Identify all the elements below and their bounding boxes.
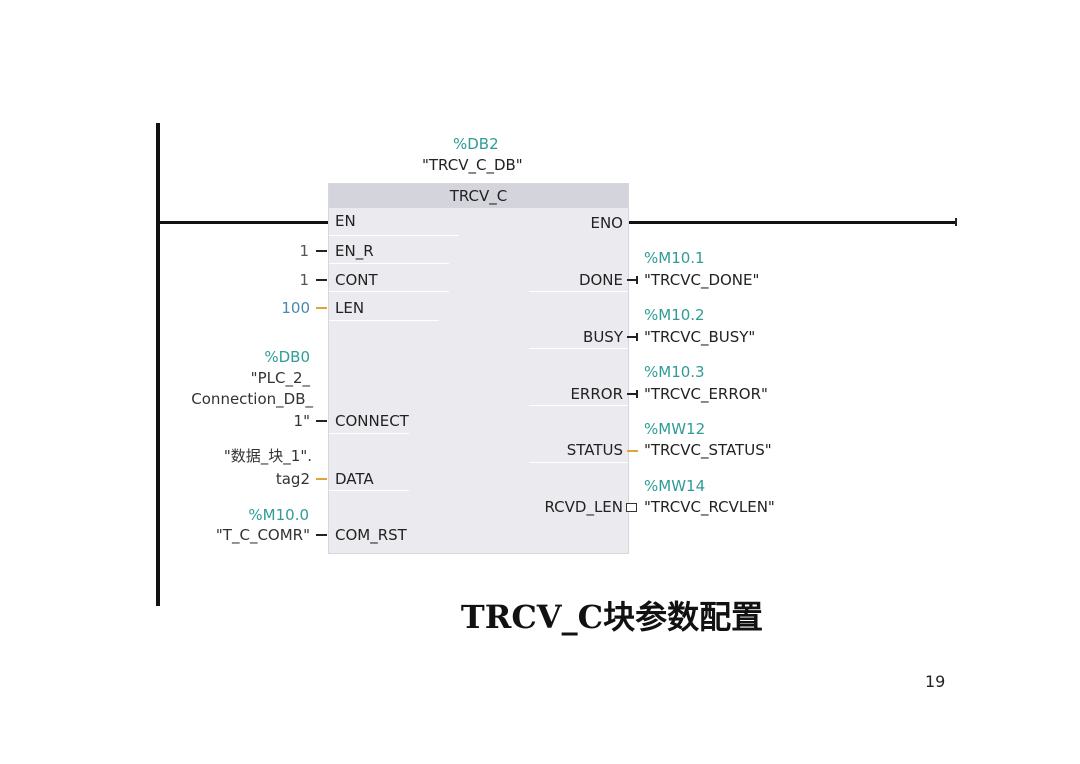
status-address: %MW12 [644,420,706,438]
pin-com-rst[interactable]: COM_RST [335,526,407,544]
error-address: %M10.3 [644,363,705,381]
row-divider [329,291,449,292]
pin-en-r[interactable]: EN_R [335,242,374,260]
data-value-line2[interactable]: tag2 [275,470,310,488]
page-number: 19 [925,672,946,691]
len-value[interactable]: 100 [281,299,310,317]
busy-stub-mark [636,333,638,341]
connect-value-line3[interactable]: 1" [293,412,310,430]
row-divider [529,291,628,292]
pin-eno[interactable]: ENO [590,214,623,232]
done-stub [627,279,638,281]
error-stub-mark [636,390,638,398]
slide-caption: TRCV_C块参数配置 [460,598,764,636]
eno-wire [627,221,957,224]
data-stub [316,478,327,480]
row-divider [329,490,409,491]
pin-rcvd-len[interactable]: RCVD_LEN [544,498,623,516]
status-tag[interactable]: "TRCVC_STATUS" [644,441,772,459]
row-divider [529,462,628,463]
rcvd-len-address: %MW14 [644,477,706,495]
com-rst-value[interactable]: "T_C_COMR" [215,526,310,544]
busy-address: %M10.2 [644,306,705,324]
pin-en[interactable]: EN [335,212,356,230]
com-rst-address: %M10.0 [248,506,309,524]
pin-cont[interactable]: CONT [335,271,378,289]
row-divider [529,348,628,349]
block-type-header: TRCV_C [329,184,628,208]
connect-value-line1[interactable]: "PLC_2_ [250,369,310,387]
row-divider [329,433,409,434]
trcv-c-function-block[interactable]: TRCV_C [328,183,629,554]
pin-connect[interactable]: CONNECT [335,412,409,430]
error-stub [627,393,638,395]
pin-data[interactable]: DATA [335,470,374,488]
rcvd-len-tag[interactable]: "TRCVC_RCVLEN" [644,498,775,516]
pin-busy[interactable]: BUSY [583,328,623,346]
row-divider [329,320,439,321]
connect-address: %DB0 [264,348,310,366]
pin-done[interactable]: DONE [578,271,623,289]
pin-status[interactable]: STATUS [566,441,623,459]
row-divider [329,263,449,264]
row-divider [529,405,628,406]
com-rst-stub [316,534,327,536]
len-stub [316,307,327,309]
pin-len[interactable]: LEN [335,299,365,317]
cont-value[interactable]: 1 [299,271,309,289]
data-value-line1[interactable]: "数据_块_1". [223,447,312,465]
status-stub [627,450,638,452]
busy-tag[interactable]: "TRCVC_BUSY" [644,328,756,346]
connect-stub [316,420,327,422]
left-power-rail [156,123,160,606]
done-tag[interactable]: "TRCVC_DONE" [644,271,760,289]
connect-value-line2[interactable]: Connection_DB_ [191,390,313,408]
instance-db-address: %DB2 [453,135,499,153]
done-stub-mark [636,276,638,284]
en-r-value[interactable]: 1 [299,242,309,260]
instance-db-name: "TRCV_C_DB" [422,156,523,174]
en-wire [158,221,328,224]
eno-wire-end-mark [955,218,957,226]
cont-stub [316,279,327,281]
rcvd-len-connector-icon [626,503,637,512]
en-r-stub [316,250,327,252]
row-divider [329,235,459,236]
busy-stub [627,336,638,338]
pin-error[interactable]: ERROR [570,385,623,403]
done-address: %M10.1 [644,249,705,267]
error-tag[interactable]: "TRCVC_ERROR" [644,385,768,403]
